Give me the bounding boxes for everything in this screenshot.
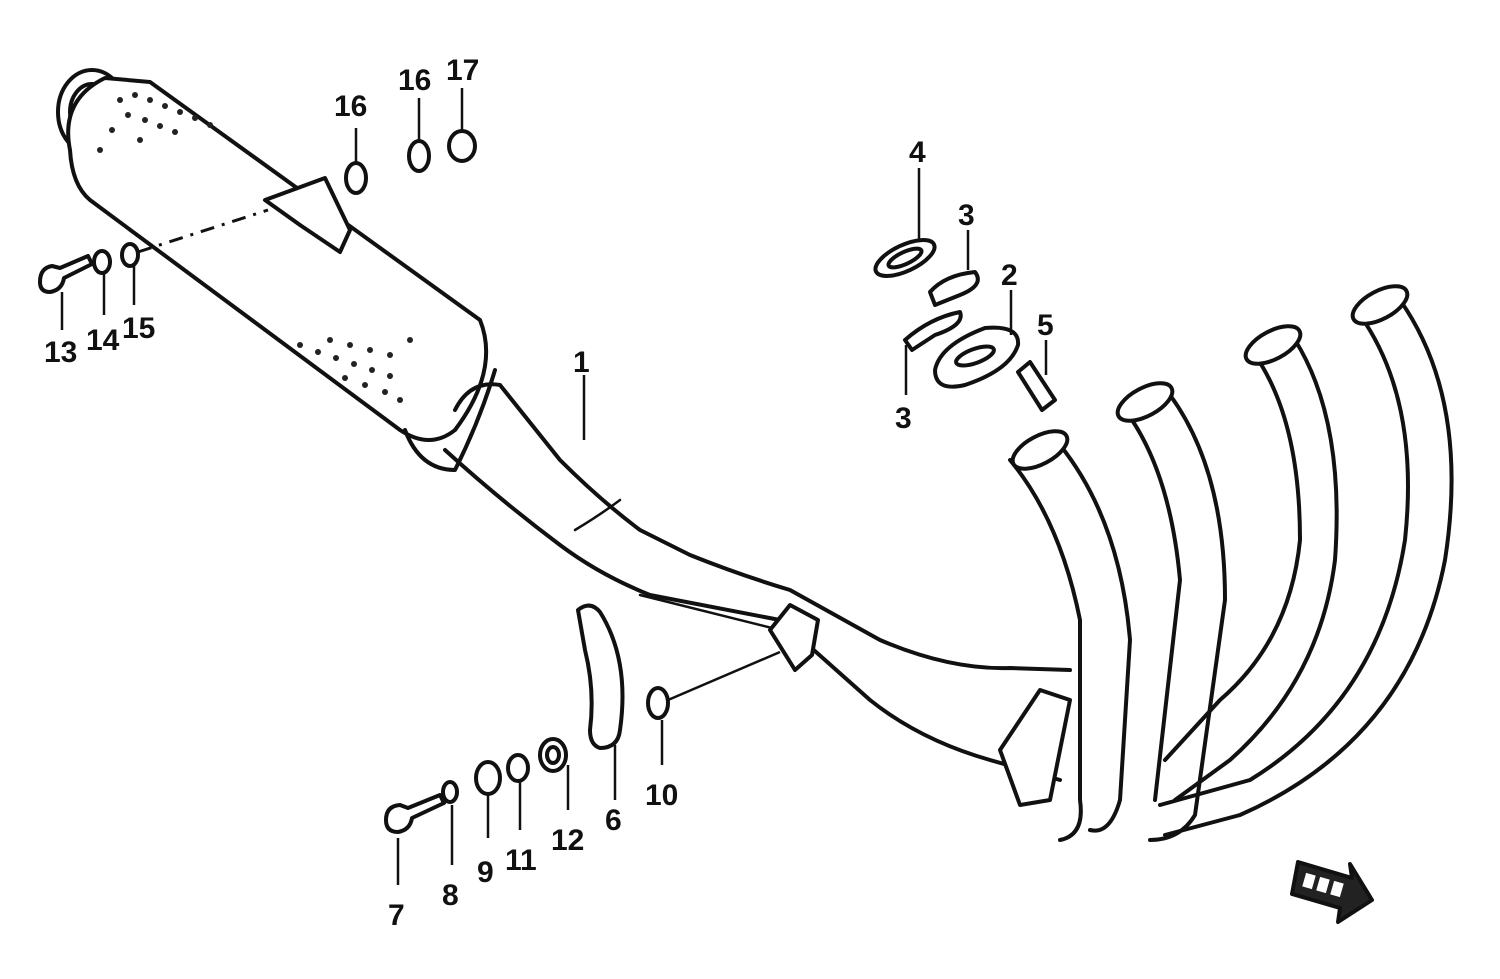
muffler-perforations [97, 92, 413, 403]
callout-2: 2 [1001, 259, 1018, 292]
part-6-bracket [576, 603, 625, 750]
callout-labels: 1 2 3 3 4 5 6 7 8 9 10 11 12 13 14 15 16… [44, 54, 1054, 932]
part-3-upper-joint [928, 270, 980, 307]
part-3-lower-joint [903, 310, 963, 352]
leader-lines [60, 88, 1048, 885]
part-2-flange-plate [933, 325, 1021, 389]
callout-3-upper: 3 [958, 199, 975, 232]
muffler-mount-hardware [38, 129, 477, 294]
callout-16-left: 16 [334, 90, 367, 123]
callout-6: 6 [605, 804, 622, 837]
part-4-gasket [873, 238, 937, 278]
callout-1: 1 [573, 346, 590, 379]
header-pipes [998, 284, 1454, 842]
part-10-washer [646, 686, 670, 720]
callout-3-lower: 3 [895, 402, 912, 435]
callout-12: 12 [551, 824, 584, 857]
part-5-stud [1016, 360, 1057, 412]
part-13-bolt [38, 254, 94, 294]
part-17-nut [447, 129, 477, 163]
callout-17: 17 [446, 54, 479, 87]
exhaust-port-hardware [873, 238, 1057, 412]
collector-clamp [998, 688, 1072, 807]
lower-bracket-hardware [384, 603, 781, 834]
midpipe-bracket [768, 603, 820, 672]
muffler [56, 68, 497, 472]
fwd-arrow-icon [1290, 860, 1374, 924]
part-8-washer [441, 780, 459, 804]
callout-10: 10 [645, 779, 678, 812]
callout-16-right: 16 [398, 64, 431, 97]
part-12-nut [538, 737, 568, 773]
muffler-mount-bracket [263, 176, 352, 254]
part-14-washer [92, 249, 112, 275]
part-11-grommet [506, 753, 530, 783]
mid-pipe [443, 382, 1072, 782]
part-7-bolt [384, 793, 446, 834]
callout-4: 4 [909, 136, 926, 169]
callout-14: 14 [86, 324, 120, 357]
part-16-washer-b [407, 139, 431, 173]
callout-13: 13 [44, 336, 77, 369]
callout-9: 9 [477, 856, 494, 889]
callout-7: 7 [388, 899, 405, 932]
callout-15: 15 [122, 312, 155, 345]
part-15-collar [120, 242, 140, 268]
part-16-washer-a [344, 161, 368, 195]
callout-5: 5 [1037, 309, 1054, 342]
callout-11: 11 [505, 844, 537, 877]
callout-8: 8 [442, 879, 459, 912]
part-9-collar [474, 760, 502, 796]
